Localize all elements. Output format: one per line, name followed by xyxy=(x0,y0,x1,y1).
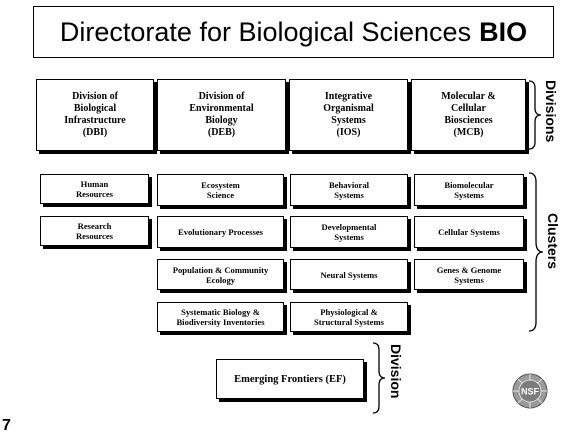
cluster-developmental-systems: Developmental Systems xyxy=(290,216,408,248)
cluster-population-community-ecology: Population & Community Ecology xyxy=(157,259,284,290)
division-ios-line: Integrative xyxy=(324,91,373,102)
cluster-line: Behavioral xyxy=(328,180,370,190)
cluster-line: Structural Systems xyxy=(314,317,384,327)
cluster-line: Developmental xyxy=(321,222,377,232)
cluster-line: Systems xyxy=(454,274,484,285)
clusters-brace xyxy=(528,172,544,332)
cluster-line: Science xyxy=(206,190,235,200)
cluster-neural-systems: Neural Systems xyxy=(290,259,408,290)
slide-number: 7 xyxy=(2,417,11,434)
division-mcb-line: Biosciences xyxy=(444,115,493,126)
cluster-cellular-systems: Cellular Systems xyxy=(414,216,524,248)
cluster-line: Physiological & xyxy=(320,307,378,317)
emerging-frontiers-label: Emerging Frontiers (EF) xyxy=(234,373,346,385)
title-text: Directorate for Biological Sciences xyxy=(59,16,472,47)
cluster-line: Ecology xyxy=(205,274,236,285)
divisions-label: Divisions xyxy=(543,80,559,143)
cluster-physiological-structural: Physiological & Structural Systems xyxy=(290,302,408,332)
cluster-line: Evolutionary Processes xyxy=(177,227,264,237)
cluster-line: Systems xyxy=(454,190,484,200)
divisions-brace xyxy=(528,80,542,150)
cluster-line: Cellular Systems xyxy=(438,227,500,237)
division-deb-line: Biology xyxy=(205,115,238,126)
division-dbi-line: Biological xyxy=(73,103,117,114)
cluster-biomolecular-systems: Biomolecular Systems xyxy=(414,174,524,206)
cluster-genes-genome-systems: Genes & Genome Systems xyxy=(414,259,524,290)
cluster-evolutionary-processes: Evolutionary Processes xyxy=(157,216,284,248)
cluster-line: Ecosystem xyxy=(201,180,240,190)
division-dbi-line: Infrastructure xyxy=(64,115,126,126)
division-deb-line: Division of xyxy=(198,91,245,102)
cluster-ecosystem-science: Ecosystem Science xyxy=(157,174,284,206)
division-brace xyxy=(372,342,386,414)
nsf-logo-icon: NSF xyxy=(512,373,548,409)
division-dbi-line: Division of xyxy=(72,91,118,102)
division-ios-line: (IOS) xyxy=(336,127,361,138)
cluster-line: Neural Systems xyxy=(320,269,378,280)
division-deb-line: (DEB) xyxy=(207,127,236,138)
division-ios: Integrative Organismal Systems (IOS) xyxy=(289,79,408,151)
division-deb-line: Environmental xyxy=(189,103,254,114)
clusters-label: Clusters xyxy=(545,213,561,270)
division-mcb: Molecular & Cellular Biosciences (MCB) xyxy=(411,79,526,151)
division-dbi-line: (DBI) xyxy=(82,127,108,138)
division-dbi: Division of Biological Infrastructure (D… xyxy=(36,79,154,151)
cluster-behavioral-systems: Behavioral Systems xyxy=(290,174,408,206)
division-label: Division xyxy=(388,344,404,399)
title-abbr: BIO xyxy=(479,16,528,47)
cluster-line: Systems xyxy=(334,232,364,242)
cluster-line: Research xyxy=(77,221,112,231)
cluster-line: Systems xyxy=(334,190,364,200)
cluster-line: Genes & Genome xyxy=(436,264,502,275)
cluster-line: Resources xyxy=(75,231,114,241)
cluster-line: Biomolecular xyxy=(444,180,494,190)
cluster-line: Resources xyxy=(75,189,114,199)
division-deb: Division of Environmental Biology (DEB) xyxy=(157,79,286,151)
cluster-research-resources: Research Resources xyxy=(40,216,149,246)
cluster-systematic-biology: Systematic Biology & Biodiversity Invent… xyxy=(157,302,284,332)
page-title: Directorate for Biological Sciences BIO xyxy=(33,6,554,58)
division-mcb-line: Cellular xyxy=(451,103,486,114)
division-ios-line: Organismal xyxy=(323,103,374,114)
division-mcb-line: Molecular & xyxy=(441,91,496,102)
nsf-logo-text: NSF xyxy=(521,387,540,397)
cluster-line: Biodiversity Inventories xyxy=(176,317,265,327)
division-mcb-line: (MCB) xyxy=(453,127,484,138)
cluster-line: Systematic Biology & xyxy=(181,307,260,317)
cluster-human-resources: Human Resources xyxy=(40,174,149,204)
cluster-line: Population & Community xyxy=(172,264,269,275)
division-emerging-frontiers: Emerging Frontiers (EF) xyxy=(216,359,364,399)
division-ios-line: Systems xyxy=(331,115,366,126)
cluster-line: Human xyxy=(80,179,109,189)
